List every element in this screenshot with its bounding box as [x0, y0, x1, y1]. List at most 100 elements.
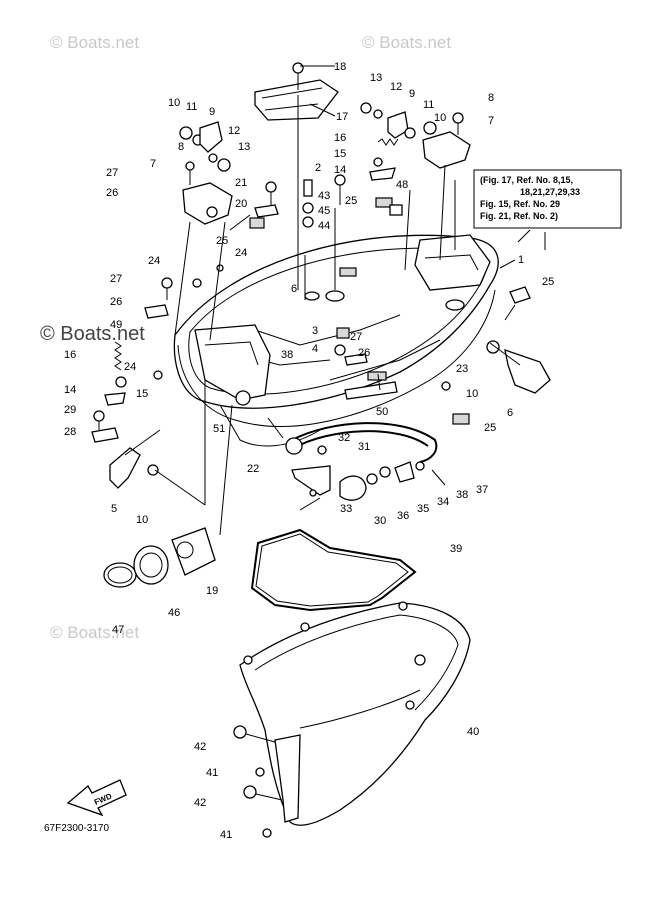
callout-38: 38 [456, 489, 468, 501]
callout-12: 12 [228, 125, 240, 137]
note-line-2: 18,21,27,29,33 [520, 187, 580, 197]
callout-26: 26 [358, 347, 370, 359]
watermark: © Boats.net [40, 323, 145, 345]
callout-14: 14 [334, 164, 346, 176]
grommet-assembly [103, 527, 216, 588]
hose-assembly [285, 422, 438, 501]
callout-11: 11 [186, 101, 197, 113]
callout-35: 35 [417, 503, 429, 515]
callout-20: 20 [235, 198, 247, 210]
callout-19: 19 [206, 585, 218, 597]
callout-21: 21 [235, 177, 247, 189]
callout-17: 17 [336, 111, 348, 123]
callout-30: 30 [374, 515, 386, 527]
callout-42: 42 [194, 797, 206, 809]
part-17-cover [254, 62, 339, 121]
callout-4: 4 [312, 343, 318, 355]
callout-26: 26 [110, 296, 122, 308]
callout-33: 33 [340, 503, 352, 515]
callout-51: 51 [213, 423, 225, 435]
diagram-code: 67F2300-3170 [44, 823, 109, 834]
callout-24: 24 [148, 255, 160, 267]
callout-24: 24 [235, 247, 247, 259]
callout-9: 9 [409, 88, 415, 100]
left-latch-cluster [179, 121, 233, 225]
callout-44: 44 [318, 220, 330, 232]
callout-37: 37 [476, 484, 488, 496]
watermark: © Boats.net [50, 33, 139, 52]
callout-24: 24 [124, 361, 136, 373]
callout-10: 10 [466, 388, 478, 400]
callout-8: 8 [488, 92, 494, 104]
callout-25: 25 [345, 195, 357, 207]
callout-25: 25 [216, 235, 228, 247]
callout-34: 34 [437, 496, 449, 508]
right-latch-cluster [360, 102, 471, 181]
watermark: © Boats.net [362, 33, 451, 52]
callout-41: 41 [206, 767, 218, 779]
callout-23: 23 [456, 363, 468, 375]
callout-43: 43 [318, 190, 330, 202]
note-box: (Fig. 17, Ref. No. 8,15, 18,21,27,29,33 … [473, 169, 622, 229]
callout-46: 46 [168, 607, 180, 619]
callout-11: 11 [423, 99, 434, 111]
callout-15: 15 [136, 388, 148, 400]
callout-13: 13 [370, 72, 382, 84]
callout-14: 14 [64, 384, 76, 396]
callout-16: 16 [334, 132, 346, 144]
callout-50: 50 [376, 406, 388, 418]
callout-5: 5 [111, 503, 117, 515]
note-line-4: Fig. 21, Ref. No. 2) [480, 211, 558, 221]
callout-48: 48 [396, 179, 408, 191]
callout-29: 29 [64, 404, 76, 416]
callout-16: 16 [64, 349, 76, 361]
callout-10: 10 [434, 112, 446, 124]
callout-27: 27 [350, 331, 362, 343]
callout-38: 38 [281, 349, 293, 361]
callout-36: 36 [397, 510, 409, 522]
callout-6: 6 [507, 407, 513, 419]
note-line-3: Fig. 15, Ref. No. 29 [480, 199, 560, 209]
callout-40: 40 [467, 726, 479, 738]
callout-22: 22 [247, 463, 259, 475]
callout-32: 32 [338, 432, 350, 444]
callout-3: 3 [312, 325, 318, 337]
leader-lines [124, 65, 546, 536]
callout-25: 25 [484, 422, 496, 434]
fwd-arrow: FWD [66, 779, 127, 817]
callout-31: 31 [358, 441, 370, 453]
callout-labels: 18 17 10 11 9 12 13 8 7 27 26 21 20 25 2… [64, 61, 554, 841]
callout-27: 27 [110, 273, 122, 285]
callout-42: 42 [194, 741, 206, 753]
callout-10: 10 [168, 97, 180, 109]
callout-39: 39 [450, 543, 462, 555]
callout-47: 47 [112, 624, 124, 636]
callout-28: 28 [64, 426, 76, 438]
bottom-cowling-tray [173, 234, 499, 447]
callout-26: 26 [106, 187, 118, 199]
left-lower-parts [91, 341, 163, 489]
right-hook-parts [334, 286, 551, 425]
center-fasteners [302, 174, 403, 228]
callout-7: 7 [150, 158, 156, 170]
callout-45: 45 [318, 205, 330, 217]
callout-18: 18 [334, 61, 346, 73]
lower-cowl-40 [233, 601, 471, 838]
callout-6: 6 [291, 283, 297, 295]
callout-15: 15 [334, 148, 346, 160]
callout-49: 49 [110, 319, 122, 331]
callout-2: 2 [315, 162, 321, 174]
callout-7: 7 [488, 115, 494, 127]
note-line-1: (Fig. 17, Ref. No. 8,15, [480, 175, 573, 185]
watermark: © Boats.net [50, 623, 139, 642]
callout-10: 10 [136, 514, 148, 526]
callout-27: 27 [106, 167, 118, 179]
callout-1: 1 [518, 254, 524, 266]
callout-41: 41 [220, 829, 232, 841]
callout-8: 8 [178, 141, 184, 153]
callout-9: 9 [209, 106, 215, 118]
callout-25: 25 [542, 276, 554, 288]
seal-39 [250, 528, 417, 612]
callout-12: 12 [390, 81, 402, 93]
